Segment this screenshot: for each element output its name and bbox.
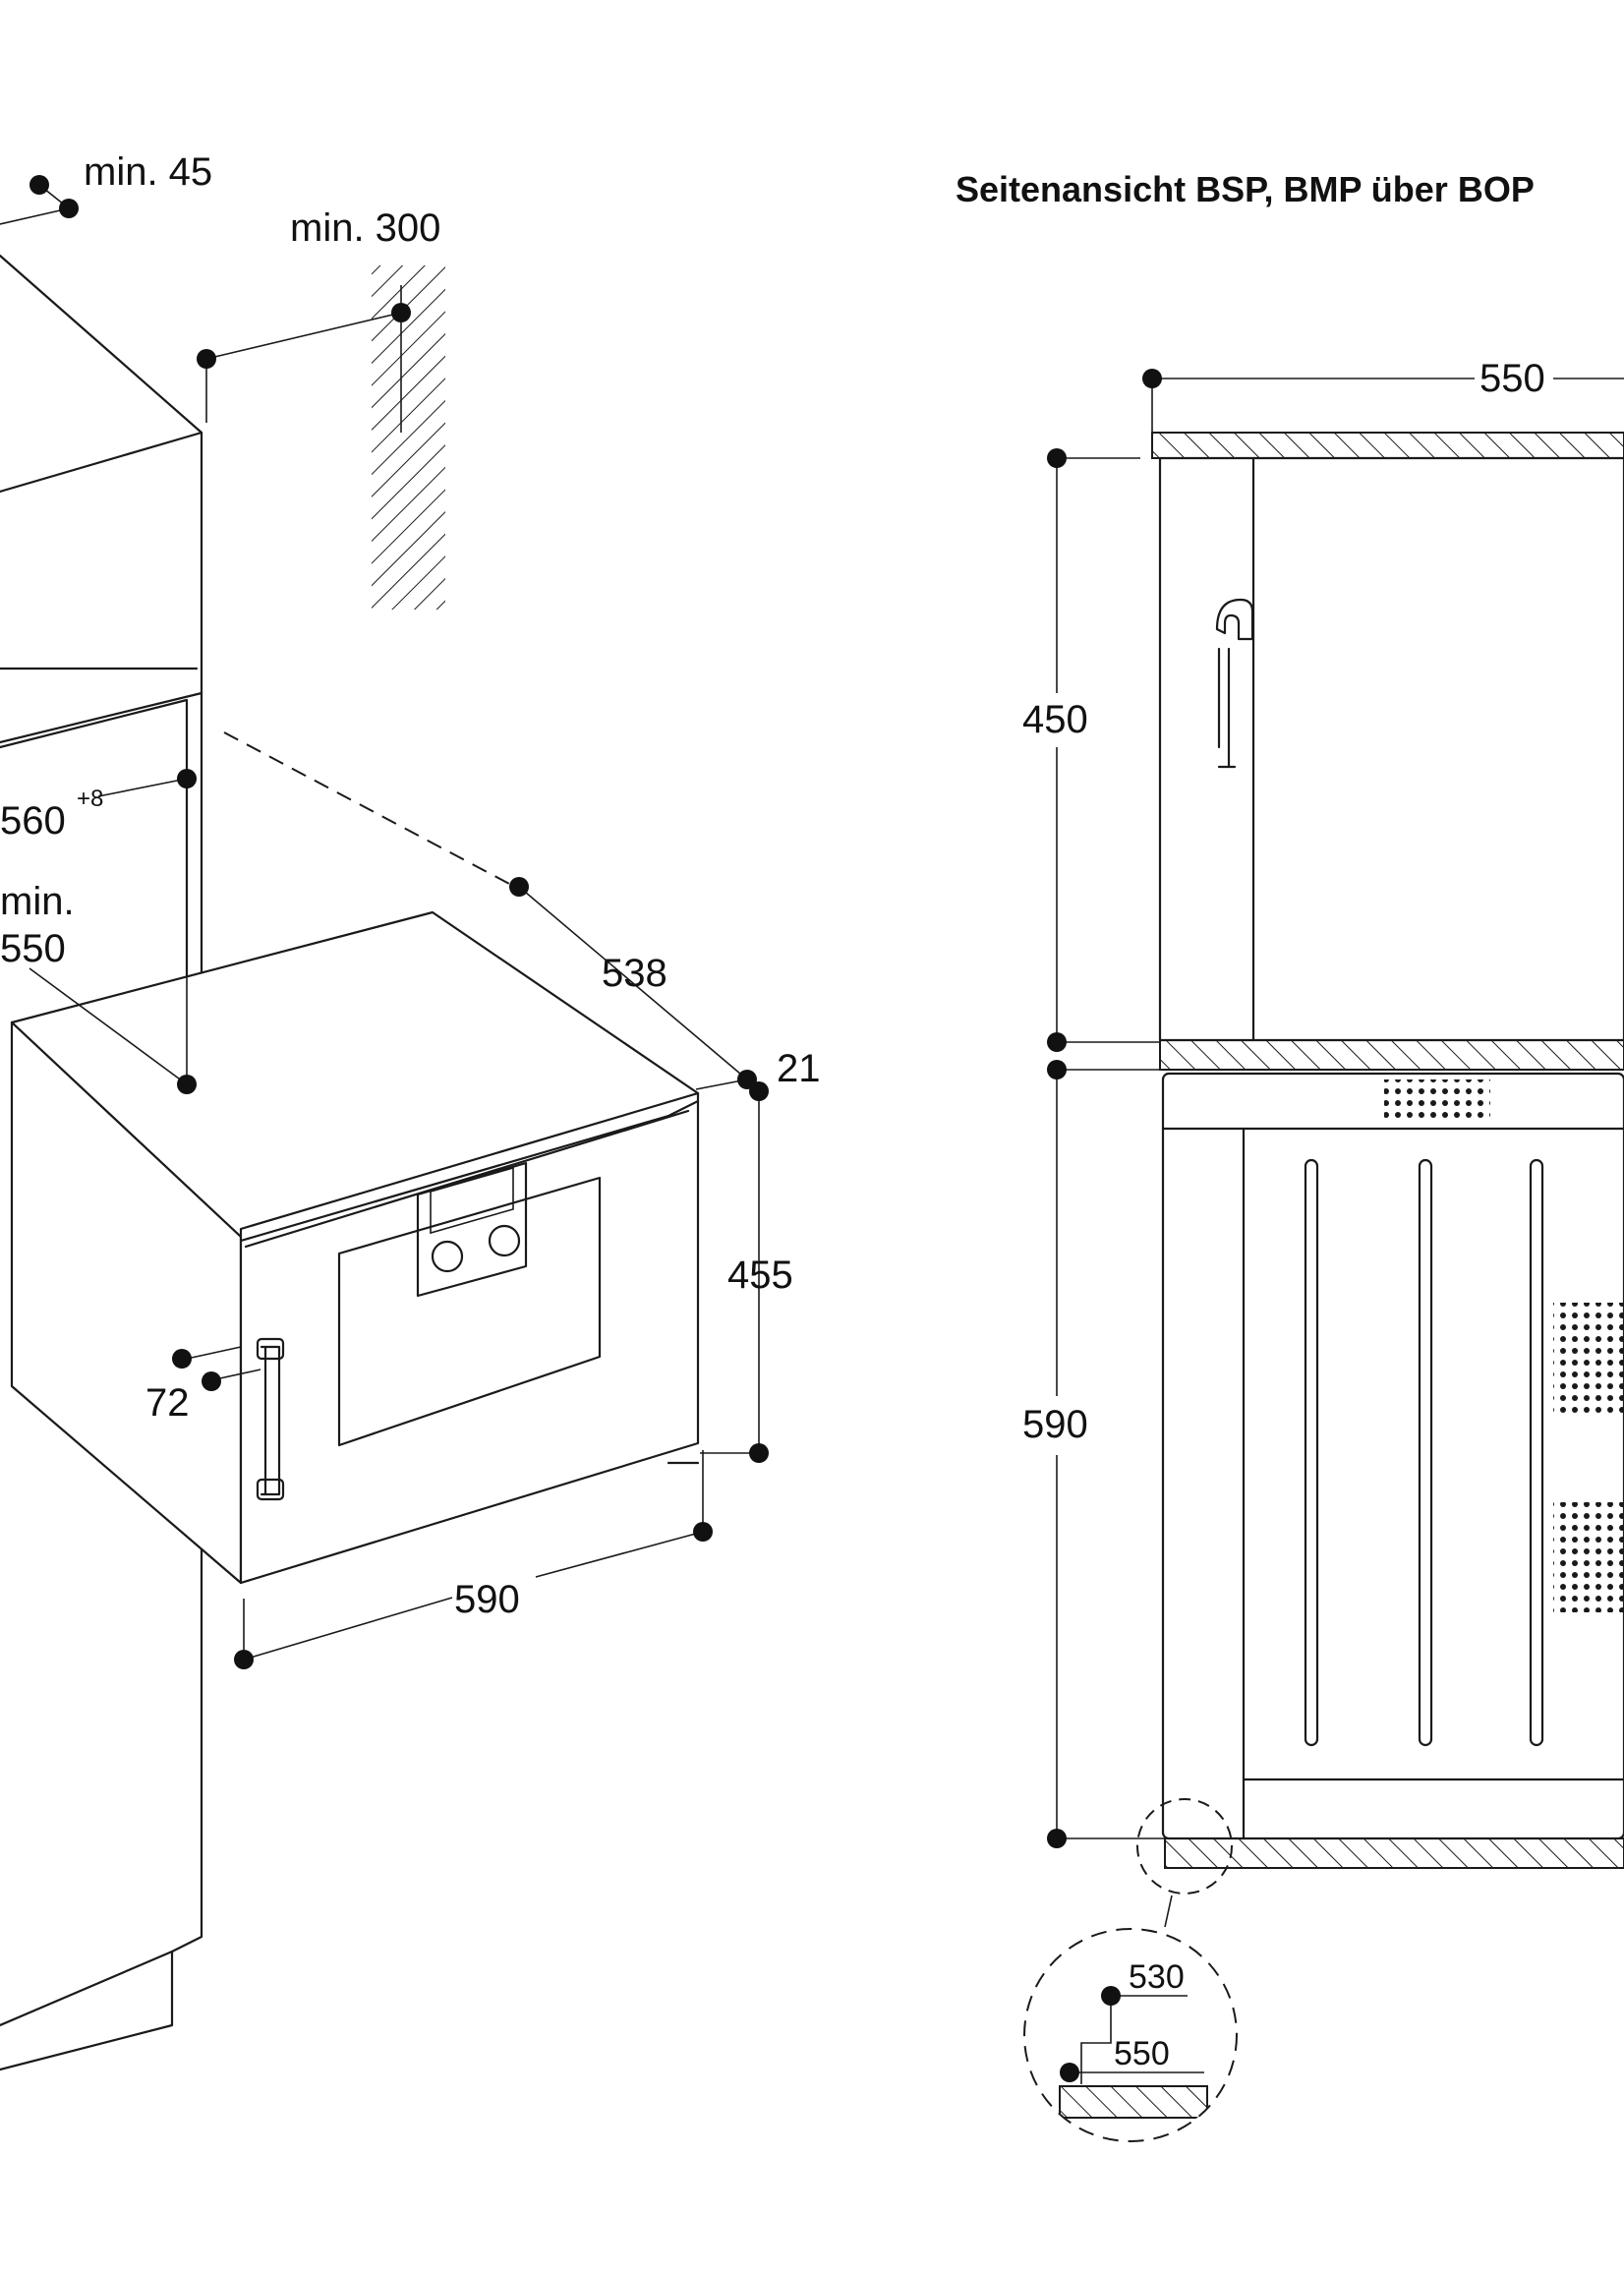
side-dimension-lines [1056,378,1624,1839]
dim-dot [1047,1032,1067,1052]
side-dimension-labels: 550 450 590 [1022,357,1545,1446]
middle-shelf [1159,1039,1624,1071]
label-height-455: 455 [727,1254,793,1297]
lower-appliance [1161,1072,1624,1840]
side-dimension-dots [1047,369,1162,1848]
iso-dimension-dots [29,175,769,1669]
label-niche-width-tol: +8 [77,786,103,812]
label-height-590: 590 [1022,1403,1088,1446]
upper-cabinet [0,254,203,744]
dim-dot [177,1075,197,1094]
dim-dot [234,1650,254,1669]
label-width-590: 590 [454,1578,520,1621]
label-depth-550: 550 [1479,357,1545,400]
vent-grill [1384,1079,1490,1119]
dim-dot [197,349,216,369]
dim-dot [1047,1060,1067,1079]
upper-appliance [1158,456,1624,1042]
label-offset-21: 21 [777,1047,821,1090]
perforation-lower [1553,1502,1624,1612]
dim-dot [1060,2063,1079,2082]
dim-dot [693,1522,713,1542]
dim-dot [1047,448,1067,468]
rear-wall [372,265,445,610]
top-shelf [1151,432,1624,459]
dim-dot [1101,1986,1121,2006]
label-depth-538: 538 [602,952,667,995]
dim-dot [172,1349,192,1369]
label-niche-depth: 550 [0,927,66,970]
perforation-upper [1553,1303,1624,1413]
side-view: Seitenansicht BSP, BMP über BOP [956,169,1624,2142]
dim-dot [749,1443,769,1463]
dim-dot [391,303,411,322]
label-detail-550: 550 [1114,2035,1170,2072]
dim-dot [59,199,79,218]
detail-circle [1023,1928,1238,2142]
bottom-shelf [1164,1837,1624,1869]
label-min-45: min. 45 [84,150,212,194]
dim-dot [509,877,529,897]
dim-dot [202,1371,221,1391]
dim-dot [1047,1829,1067,1848]
label-height-450: 450 [1022,698,1088,741]
dim-dot [1142,369,1162,388]
label-detail-530: 530 [1129,1958,1185,1996]
label-min: min. [0,880,75,923]
label-handle-72: 72 [145,1381,190,1425]
isometric-view: min. 45 min. 300 560 +8 min. 550 538 21 … [0,150,821,2071]
detail-callout: 530 550 [1023,1798,1238,2142]
iso-dimension-labels: min. 45 min. 300 560 +8 min. 550 538 21 … [0,150,821,1621]
dim-dot [29,175,49,195]
view-title: Seitenansicht BSP, BMP über BOP [956,169,1535,209]
oven-body [10,910,700,1585]
label-niche-width: 560 [0,799,66,843]
dim-dot [749,1081,769,1101]
label-min-300: min. 300 [290,206,440,250]
detail-marker [1136,1798,1233,1895]
dim-dot [177,769,197,788]
